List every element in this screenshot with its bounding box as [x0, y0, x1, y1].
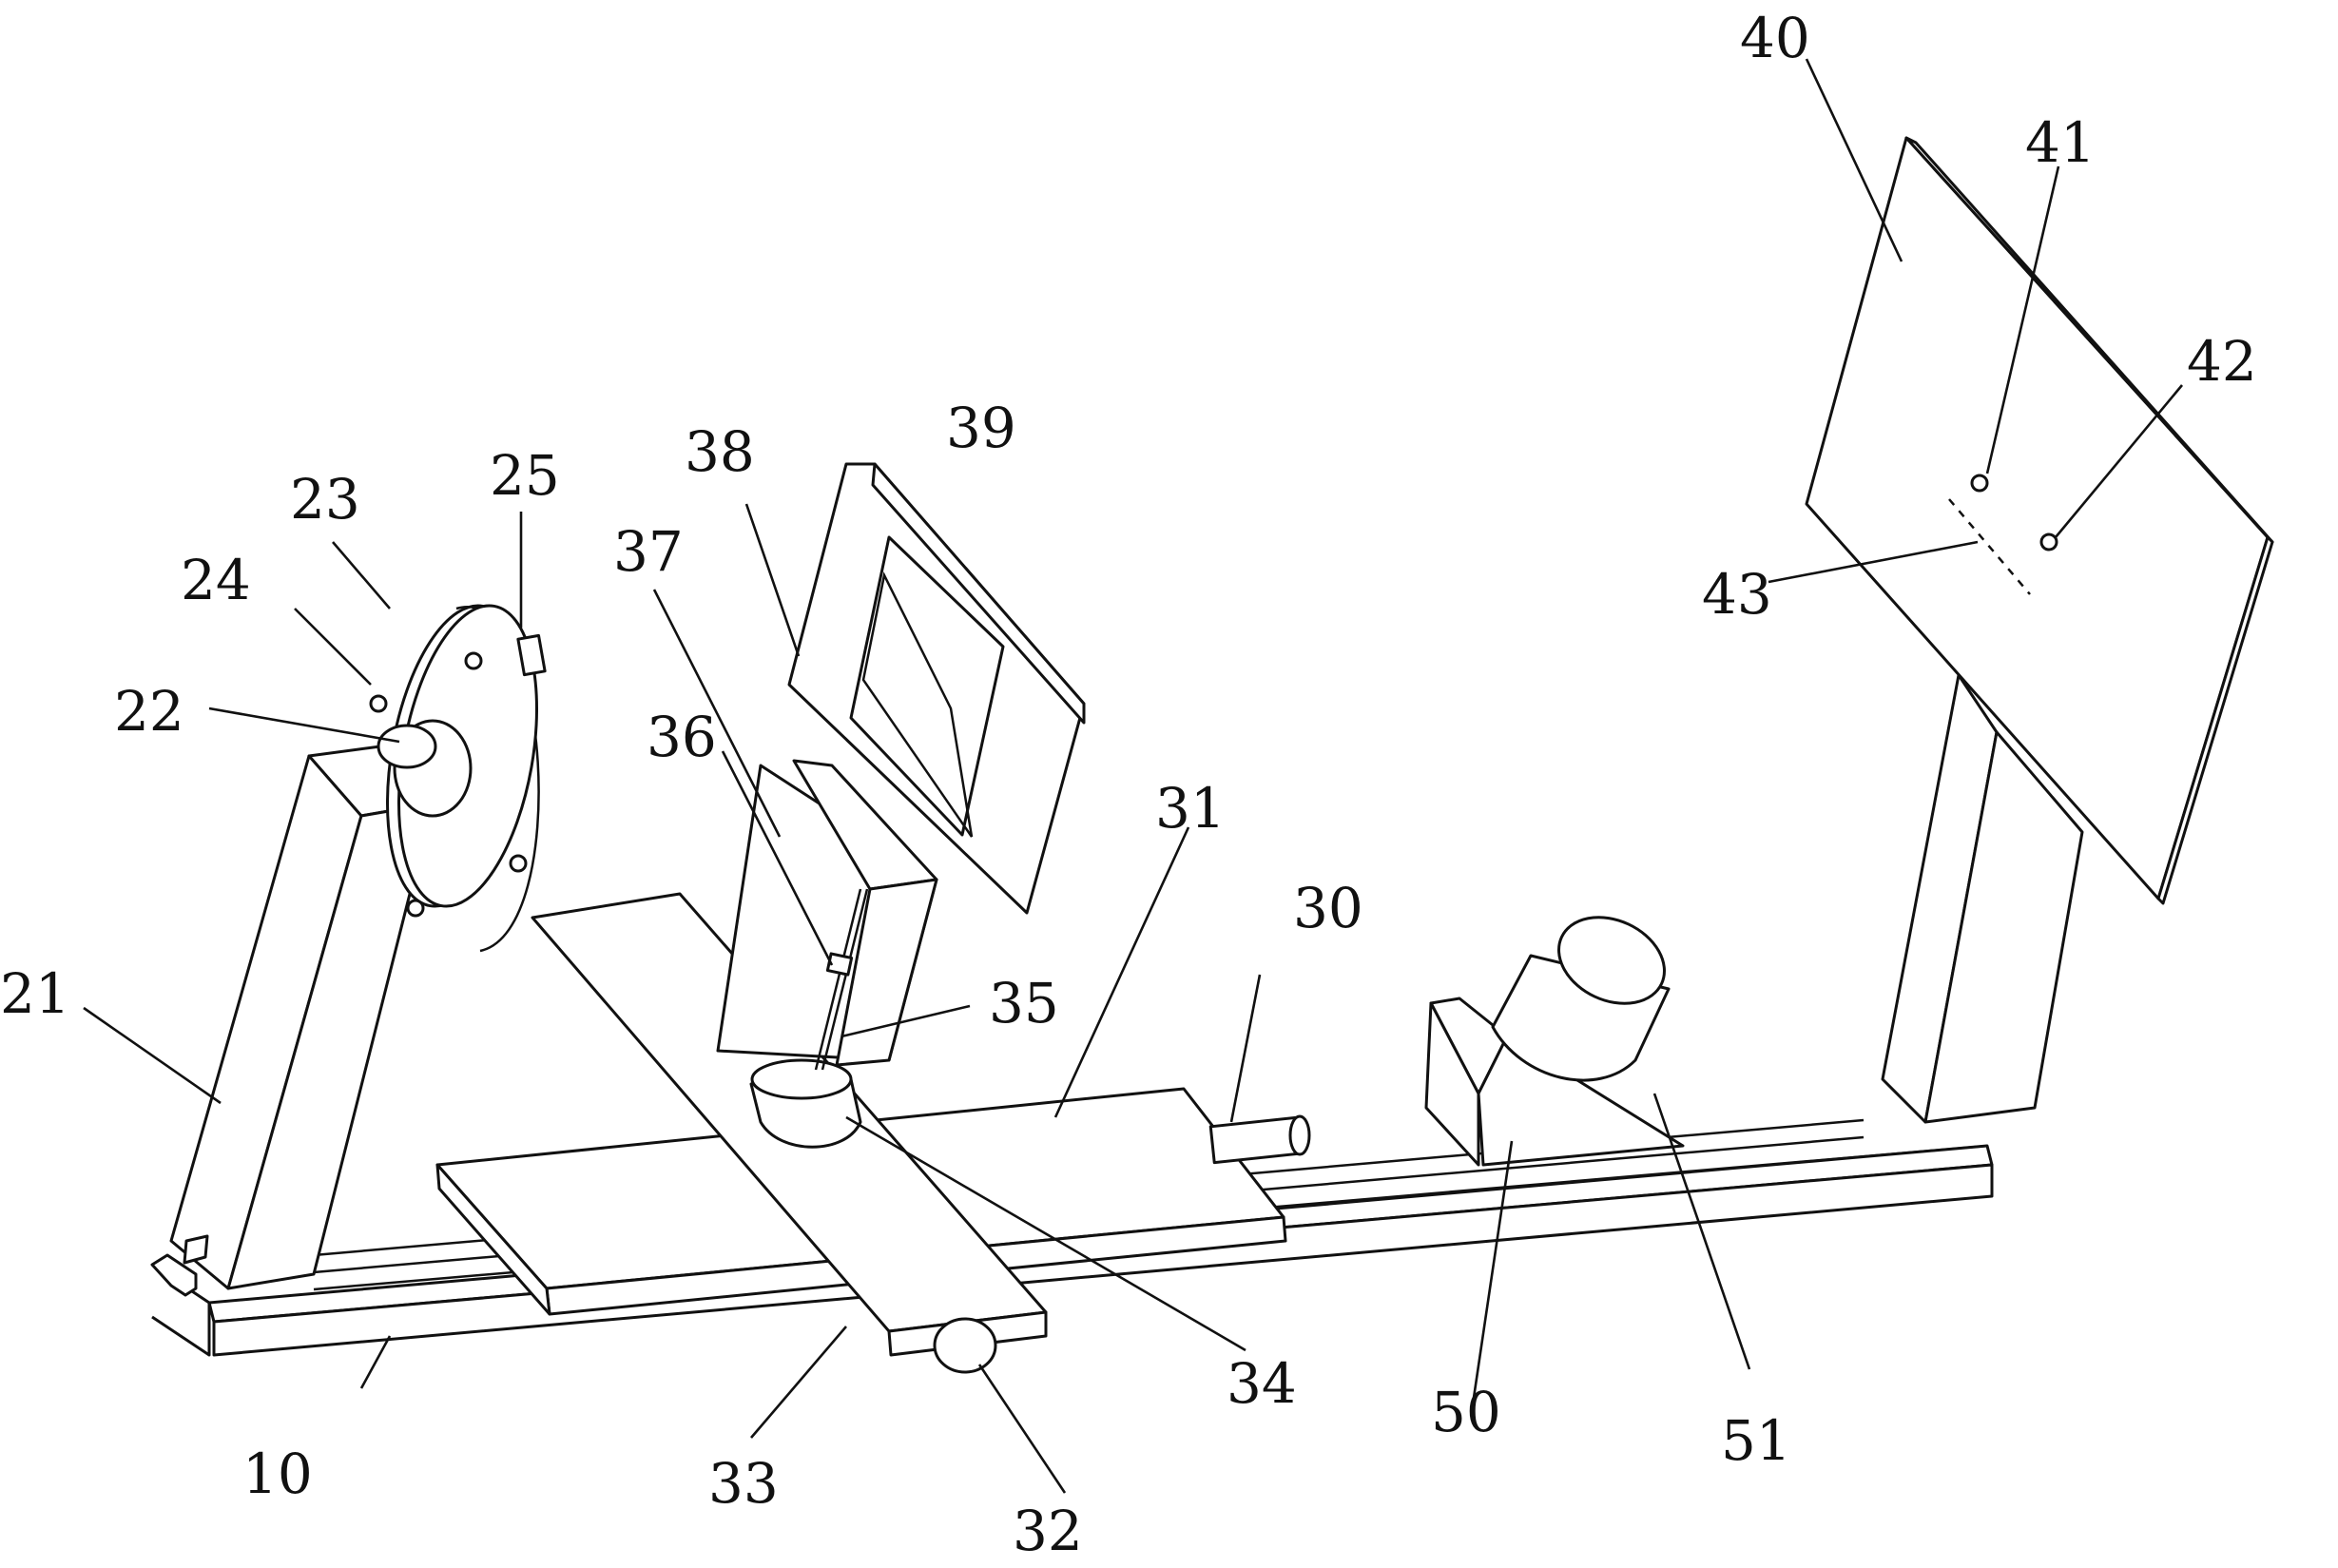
numeral-41: 41: [2025, 110, 2096, 175]
leader-40: [1807, 59, 1902, 261]
leader-24: [295, 609, 371, 685]
leader-21: [84, 1008, 221, 1103]
numeral-38: 38: [685, 419, 755, 484]
numeral-42: 42: [2187, 329, 2257, 394]
numeral-35: 35: [989, 971, 1059, 1036]
numeral-10: 10: [242, 1442, 313, 1506]
numeral-25: 25: [490, 443, 560, 508]
screen-board: [1807, 138, 2272, 1122]
leader-50: [1474, 1141, 1512, 1398]
numeral-23: 23: [290, 467, 360, 532]
numeral-32: 32: [1013, 1499, 1083, 1563]
leader-23: [333, 542, 390, 609]
leader-38: [746, 504, 799, 656]
numeral-51: 51: [1721, 1408, 1791, 1473]
numeral-33: 33: [708, 1451, 779, 1516]
leader-30: [1231, 975, 1260, 1122]
numeral-43: 43: [1702, 562, 1772, 627]
numeral-39: 39: [946, 396, 1016, 460]
leader-33: [751, 1326, 846, 1438]
numeral-34: 34: [1227, 1351, 1297, 1416]
drive-cylinder: [1210, 1116, 1309, 1163]
projector-unit: [1426, 900, 1683, 1165]
leader-10: [361, 1336, 390, 1388]
numeral-37: 37: [613, 519, 684, 584]
numeral-24: 24: [181, 548, 251, 612]
numeral-31: 31: [1155, 776, 1226, 841]
leader-32: [979, 1365, 1065, 1493]
numeral-40: 40: [1740, 6, 1810, 70]
leader-31: [1055, 827, 1188, 1117]
numeral-22: 22: [114, 679, 184, 744]
numeral-21: 21: [0, 961, 70, 1026]
leader-22: [209, 708, 399, 742]
numeral-30: 30: [1293, 876, 1363, 940]
numeral-36: 36: [647, 705, 717, 769]
numeral-50: 50: [1431, 1380, 1501, 1444]
